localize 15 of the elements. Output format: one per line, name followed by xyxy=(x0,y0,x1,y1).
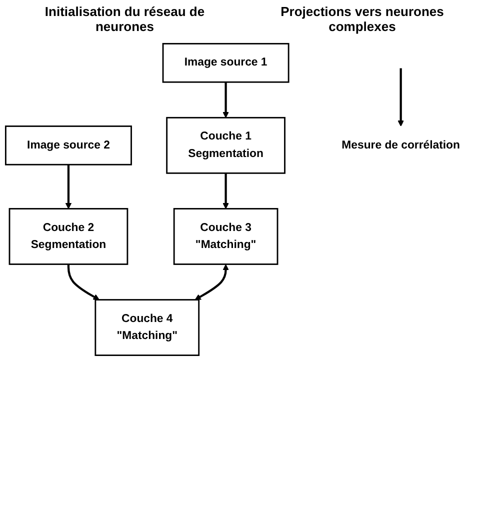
node-text: Mesure de corrélation xyxy=(342,139,460,152)
note-text: Projections vers neurones complexes xyxy=(280,4,445,34)
arrow xyxy=(67,264,100,300)
arrow xyxy=(222,82,229,118)
arrow xyxy=(222,173,229,210)
arrow xyxy=(65,164,72,210)
node-box: Couche 1 Segmentation xyxy=(166,116,286,174)
arrow xyxy=(194,264,229,300)
arrow xyxy=(398,68,404,126)
node-box: Image source 1 xyxy=(162,42,290,83)
node-box: Couche 2 Segmentation xyxy=(8,208,128,265)
node-box: Couche 4 "Matching" xyxy=(94,299,200,356)
node-box: Couche 3 "Matching" xyxy=(173,208,278,265)
note-text: Initialisation du réseau de neurones xyxy=(44,4,206,34)
node-box: Image source 2 xyxy=(4,126,132,166)
